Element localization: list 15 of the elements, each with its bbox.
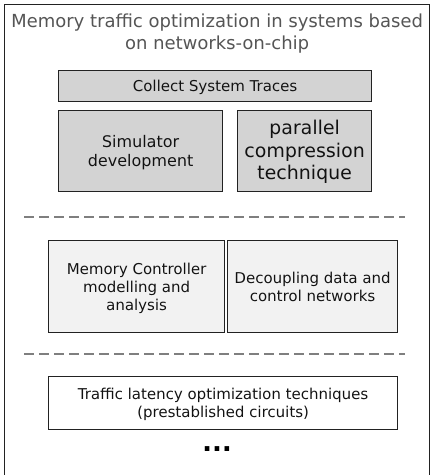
- process-box: [48, 376, 398, 430]
- box-label: Simulator development: [86, 132, 194, 170]
- process-box: [58, 70, 372, 102]
- box-label: Collect System Traces: [132, 77, 298, 95]
- process-box: [48, 240, 225, 333]
- process-box: [237, 110, 372, 192]
- process-box: [227, 240, 398, 333]
- ellipsis: ...: [201, 428, 233, 458]
- title: Memory traffic optimization in systems based on networks-on-chip: [10, 11, 424, 54]
- box-label: Memory Controller modelling and analysis: [66, 260, 208, 314]
- box-label: parallel compression technique: [243, 116, 366, 186]
- process-box: [58, 110, 223, 192]
- box-label: Decoupling data and control networks: [233, 268, 392, 304]
- box-label: Traffic latency optimization techniques (prestablished circuits): [76, 385, 370, 421]
- frame-panel: [4, 4, 430, 475]
